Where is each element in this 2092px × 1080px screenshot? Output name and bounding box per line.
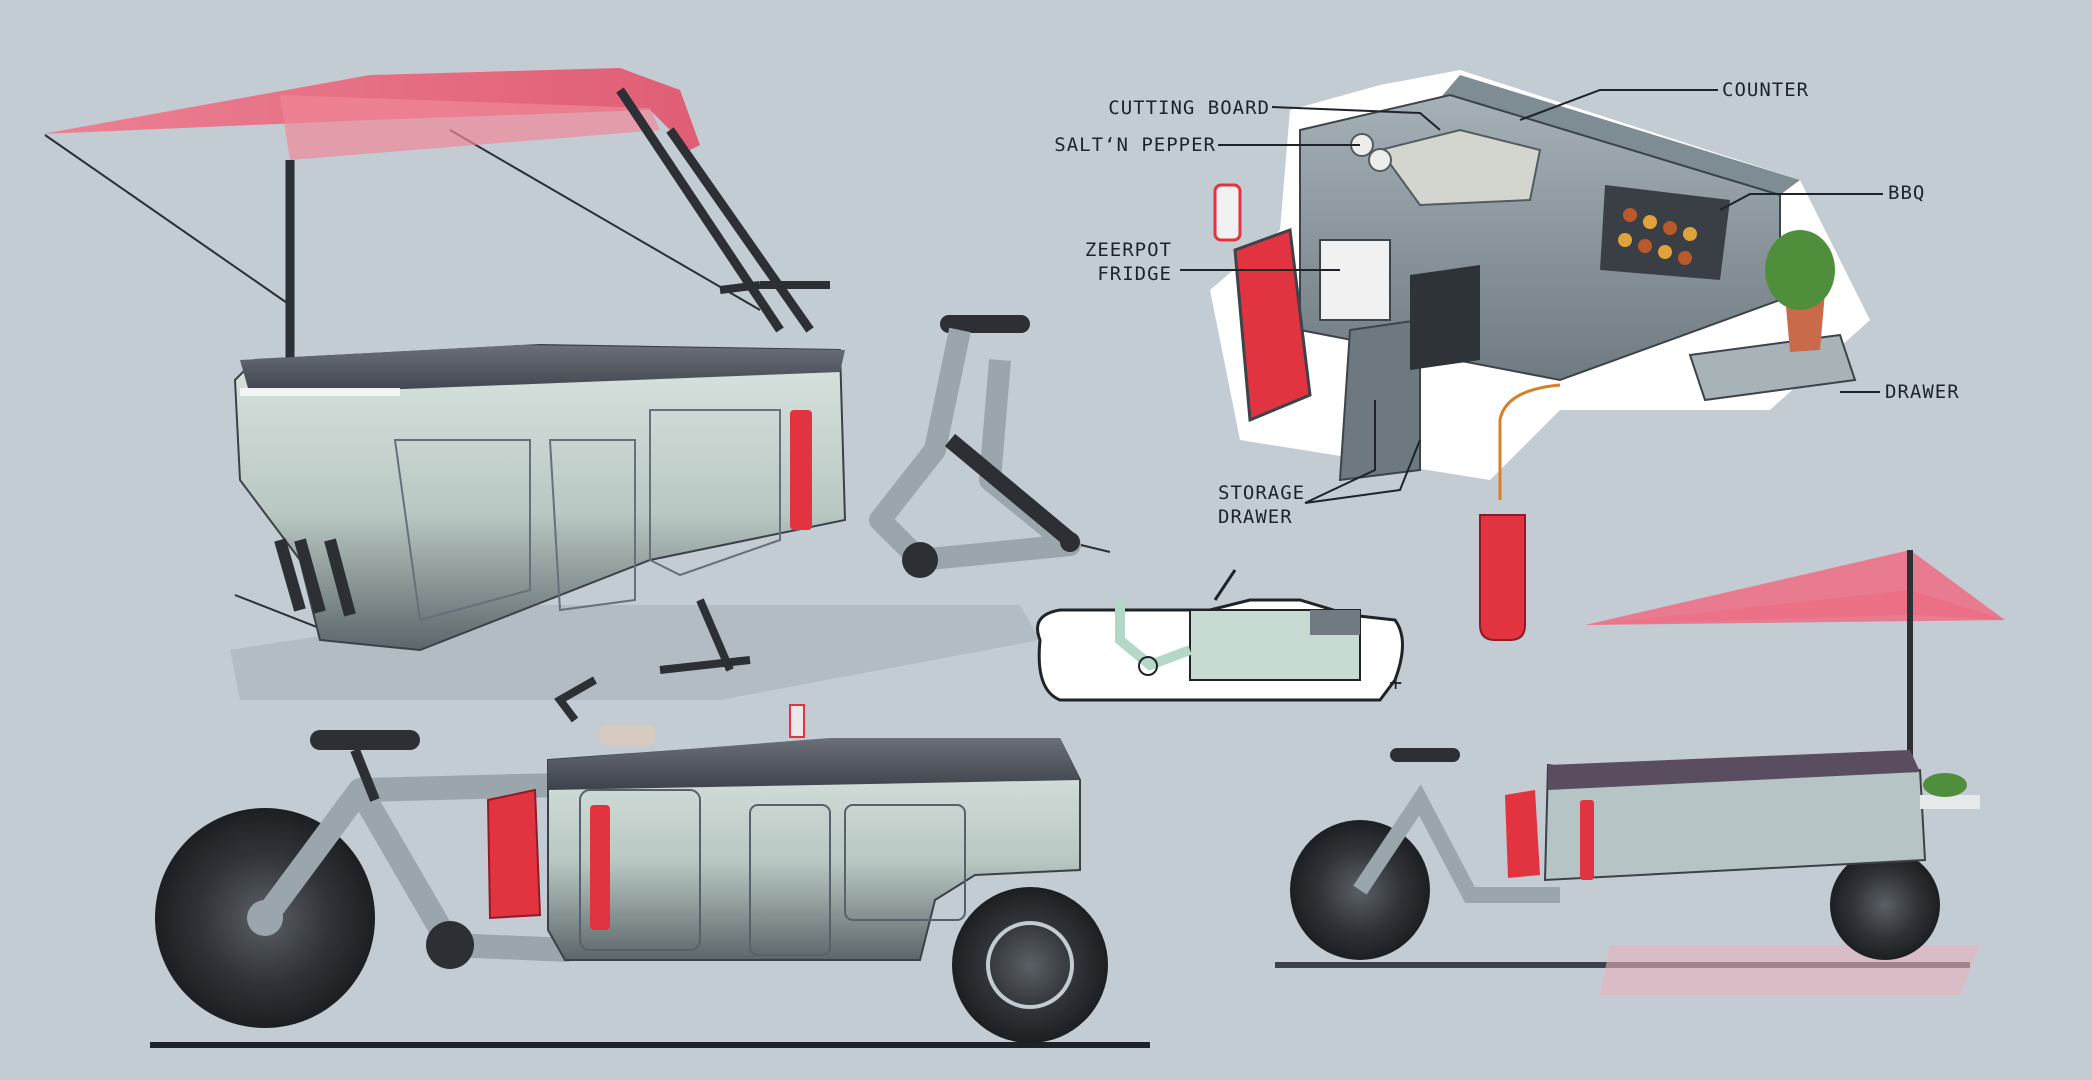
callout-cutting-board: CUTTING BOARD <box>1108 97 1270 119</box>
bike-frame <box>255 773 571 962</box>
cargo-bike-with-umbrella <box>1275 550 2005 995</box>
canopy-guy-line <box>44 134 291 306</box>
sketch-box-top <box>1310 610 1360 635</box>
callout-line-bbq <box>1719 193 1883 211</box>
cargo-bike-with-canopy <box>42 68 1111 700</box>
umbrella-top <box>1585 550 2005 625</box>
battery <box>1505 790 1540 878</box>
handlebar <box>719 281 830 294</box>
plates <box>600 725 655 745</box>
callout-counter: COUNTER <box>1722 79 1810 101</box>
callout-line-storage <box>1304 400 1421 504</box>
crank <box>426 921 474 969</box>
door-panel <box>749 804 831 956</box>
reflector <box>790 410 812 530</box>
canopy-pole <box>616 87 784 333</box>
front-wheel <box>952 887 1108 1043</box>
front-wheel <box>1830 850 1940 960</box>
callout-fridge: ZEERPOT FRIDGE <box>1084 239 1172 285</box>
support-legs <box>274 538 356 617</box>
canopy-guy-line <box>449 129 761 311</box>
door-panel <box>844 804 966 921</box>
ground-shadow <box>1600 945 1980 995</box>
callout-storage: STORAGE DRAWER <box>1218 482 1306 528</box>
gas-hose <box>1498 383 1561 500</box>
kitchen-exploded-view <box>1180 70 1883 641</box>
handlebar <box>554 676 597 723</box>
callout-bbq: BBQ <box>1888 182 1926 204</box>
fridge-cans <box>1319 239 1391 321</box>
storage-drawer <box>1338 318 1421 482</box>
sketch-crank <box>1138 656 1158 676</box>
door-panel <box>579 789 701 951</box>
sketch-handle <box>1213 569 1237 601</box>
door-panel <box>548 439 636 612</box>
sketch-frame <box>1115 600 1192 671</box>
saddle <box>1390 748 1460 762</box>
callout-line-cutting-board <box>1271 106 1441 131</box>
rear-axle <box>1060 532 1080 552</box>
light-strip <box>240 388 400 396</box>
outline-sketch <box>1036 569 1404 702</box>
door-panel <box>649 409 781 577</box>
bbq-skewers <box>1618 208 1697 265</box>
cargo-bike-side-view <box>150 676 1150 1048</box>
callout-salt-pepper: SALT‘N PEPPER <box>1054 134 1216 156</box>
reflector <box>590 805 610 930</box>
door-panel <box>393 439 531 622</box>
canopy-pole <box>666 127 814 333</box>
callout-drawer: DRAWER <box>1885 381 1960 403</box>
cargo-box-top <box>548 738 1080 790</box>
kickstand <box>659 598 751 674</box>
seat-post <box>350 748 380 802</box>
fridge-door <box>1233 227 1312 423</box>
saddle <box>940 315 1030 333</box>
plant-icon <box>1765 230 1835 310</box>
storage-rack <box>1410 265 1480 370</box>
crank <box>902 542 938 578</box>
cargo-box-top <box>240 345 845 395</box>
soda-can <box>1213 183 1242 242</box>
reflector <box>1580 800 1594 880</box>
side-drawer <box>1920 795 1980 809</box>
plant-icon <box>1923 773 1967 797</box>
canopy-highlight <box>280 95 660 160</box>
bike-frame <box>1353 784 1560 903</box>
pepper-shaker <box>1368 148 1392 172</box>
battery <box>486 788 542 920</box>
callout-line-counter <box>1519 89 1718 121</box>
cargo-box-top <box>1548 750 1920 790</box>
swing-arm <box>944 433 1076 547</box>
plus-icon: + <box>1389 671 1402 696</box>
bottle <box>789 704 805 738</box>
gas-bottle <box>1479 514 1526 641</box>
front-wheel-rim <box>986 921 1074 1009</box>
cutting-board <box>1378 128 1542 207</box>
saddle <box>310 730 420 750</box>
